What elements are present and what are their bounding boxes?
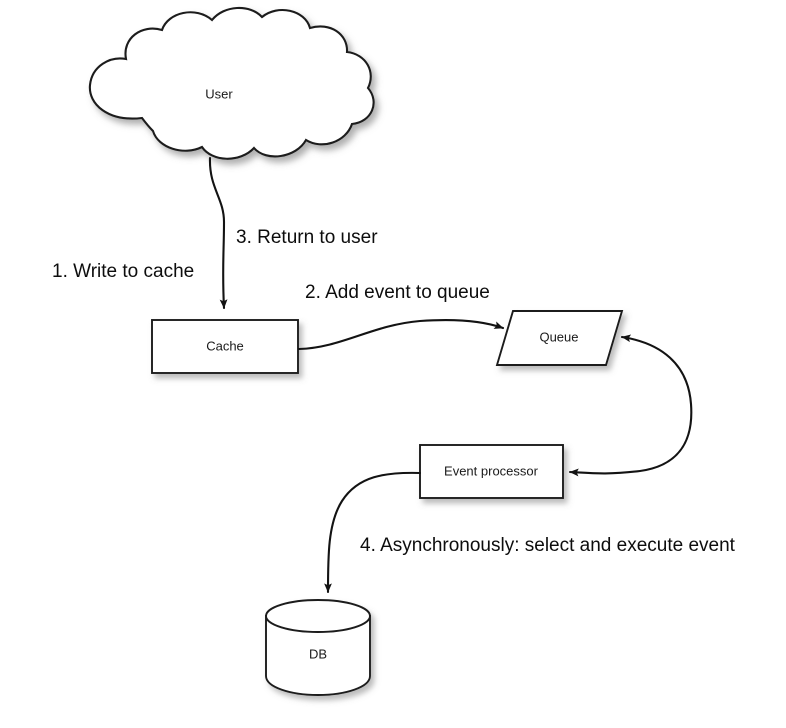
edge-label-step3: 3. Return to user bbox=[236, 227, 378, 248]
edge-queue-event-processor[interactable] bbox=[568, 334, 693, 477]
edge-eventprocessor-to-db[interactable] bbox=[324, 471, 422, 594]
node-label-db: DB bbox=[309, 646, 327, 661]
cylinder-top bbox=[265, 599, 371, 633]
edge-label-step2: 2. Add event to queue bbox=[305, 282, 490, 303]
edge-path-queue-eventprocessor bbox=[568, 334, 693, 477]
node-db[interactable]: DB bbox=[265, 599, 371, 696]
edge-label-step4: 4. Asynchronously: select and execute ev… bbox=[360, 535, 736, 556]
node-queue[interactable]: Queue bbox=[495, 310, 624, 366]
node-label-event-processor: Event processor bbox=[444, 463, 539, 478]
edge-path-eventprocessor-db bbox=[324, 471, 422, 594]
node-label-cache: Cache bbox=[206, 338, 244, 353]
node-label-queue: Queue bbox=[539, 329, 578, 344]
cloud-shape bbox=[88, 6, 375, 160]
edge-label-step1: 1. Write to cache bbox=[52, 261, 194, 282]
node-user[interactable]: User bbox=[88, 6, 375, 160]
edge-user-to-cache[interactable] bbox=[208, 156, 228, 310]
edge-path-cache-queue bbox=[297, 318, 505, 351]
edge-path-user-cache bbox=[208, 156, 228, 310]
cache-shape bbox=[151, 319, 299, 374]
event-processor-shape bbox=[419, 444, 564, 499]
cylinder-body bbox=[265, 615, 371, 696]
node-label-user: User bbox=[205, 86, 233, 101]
edge-cache-to-queue[interactable] bbox=[297, 318, 505, 351]
node-cache[interactable]: Cache bbox=[151, 319, 299, 374]
node-event-processor[interactable]: Event processor bbox=[419, 444, 564, 499]
